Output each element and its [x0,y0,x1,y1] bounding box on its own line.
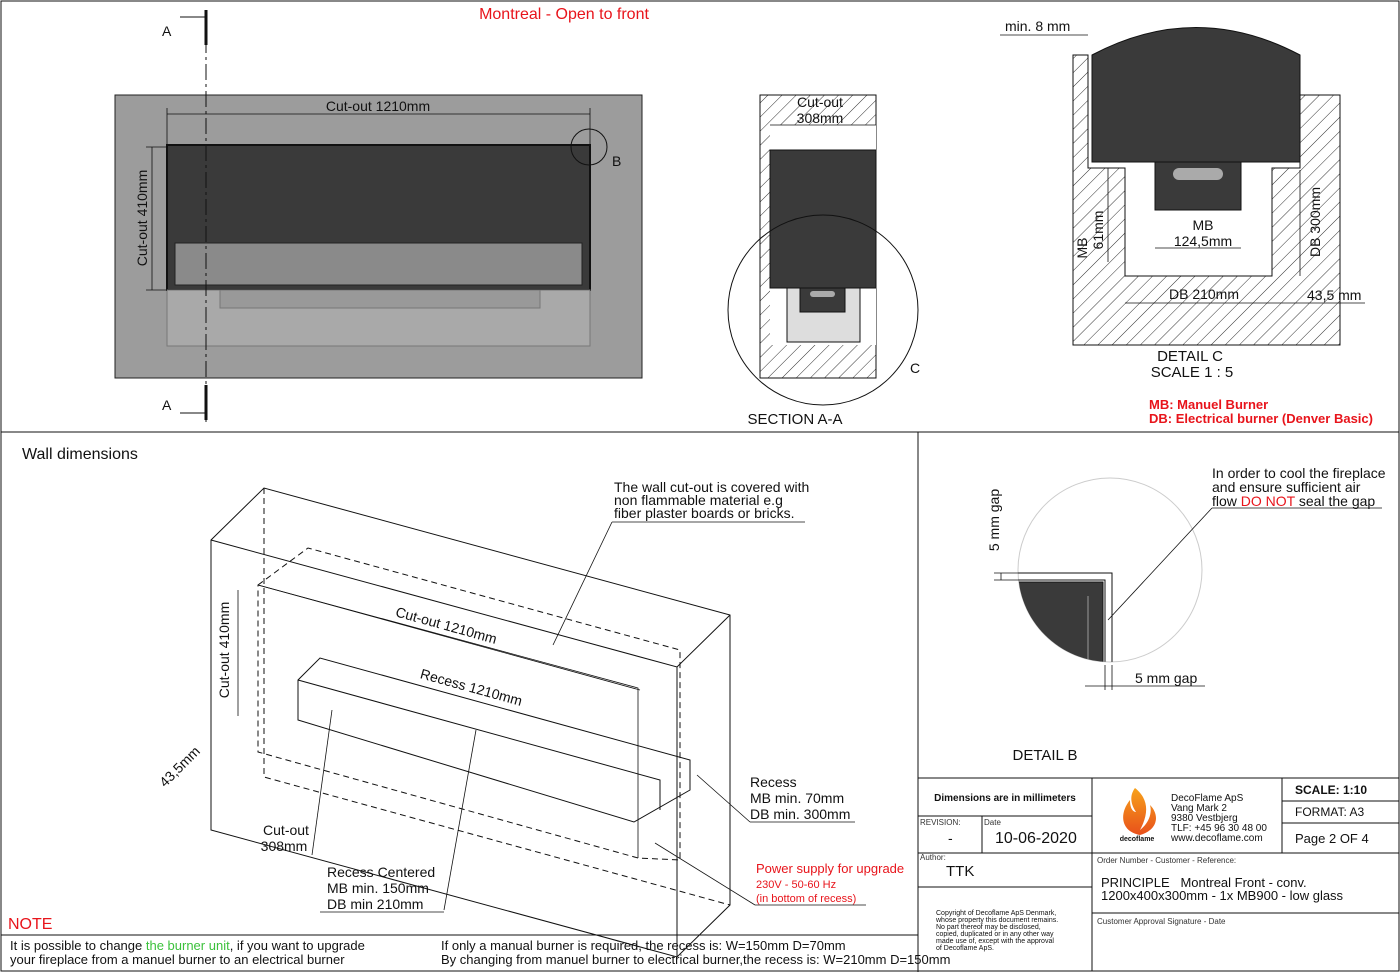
wall-cutout-depth-value: 308mm [261,838,308,854]
detail-b-marker: B [612,153,621,169]
legend-mb: MB: Manuel Burner [1149,397,1268,412]
reference-line-2: 1200x400x300mm - 1x MB900 - low glass [1101,888,1344,903]
detail-c: min. 8 mm MB 124,5mm MB 61mm DB 300mm DB… [1000,18,1373,426]
gap-horizontal: 5 mm gap [1135,670,1197,686]
power-3: (in bottom of recess) [756,893,856,905]
decoflame-logo-icon [1123,788,1156,835]
wall-title: Wall dimensions [22,446,138,463]
wall-cutout-width: Cut-out 1210mm [394,604,499,647]
recess-centered-3: DB min 210mm [327,896,423,912]
front-view: Cut-out 1210mm Cut-out 410mm B A A [114,10,643,422]
section-cutout-value: 308mm [797,110,844,126]
mb-height-label: MB [1074,238,1090,259]
detail-c-title: DETAIL C [1157,348,1223,365]
section-a-a: Cut-out 308mm C SECTION A-A [727,94,920,428]
cover-note-1: The wall cut-out is covered with [614,479,809,495]
power-2: 230V - 50-60 Hz [756,879,836,891]
note-left-1c: , if you want to upgrade [230,938,365,953]
mb-label: MB [1193,217,1214,233]
cover-note-2: non flammable material e.g [614,492,783,508]
recess-centered-2: MB min. 150mm [327,880,429,896]
cover-note-3: fiber plaster boards or bricks. [614,505,795,521]
wall-dimensions: Wall dimensions Cut-out 1210mm Recess 12… [22,446,904,958]
mb-width: 124,5mm [1174,233,1232,249]
company-city: 9380 Vestbjerg [1171,813,1238,824]
detail-c-marker: C [910,360,920,376]
section-marker-top: A [162,23,172,39]
author-value: TTK [946,863,974,880]
reference-line-1: PRINCIPLE Montreal Front - conv. [1101,875,1307,890]
note-right-1: If only a manual burner is required, the… [441,938,846,953]
copyright-6: of Decoflame ApS. [936,945,994,952]
recess-1: Recess [750,774,797,790]
copyright-5: made use of, except with the approval [936,938,1054,945]
copyright-4: copied, duplicated or in any other way [936,931,1054,938]
recess-2: MB min. 70mm [750,790,844,806]
section-cutout-label: Cut-out [797,94,843,110]
logo-text: decoflame [1120,836,1155,843]
mb-height-value: 61mm [1090,211,1106,250]
detail-b: 5 mm gap 5 mm gap In order to cool the f… [986,465,1386,764]
format-value: FORMAT: A3 [1295,805,1364,819]
copyright-3: No part thereof may be disclosed, [936,924,1041,931]
db-width: DB 210mm [1169,286,1239,302]
section-label: SECTION A-A [747,411,842,428]
order-label: Order Number - Customer - Reference: [1097,856,1236,865]
min-gap-label: min. 8 mm [1005,18,1070,34]
author-label: Author: [920,853,946,862]
revision-label: REVISION: [920,818,960,827]
svg-text:flow DO NOT seal the gap: flow DO NOT seal the gap [1212,493,1375,509]
company-phone: TLF: +45 96 30 48 00 [1171,823,1267,834]
cooling-note-1: In order to cool the fireplace [1212,465,1386,481]
note-left-2: your fireplace from a manuel burner to a… [10,952,345,967]
date-label: Date [984,818,1001,827]
detail-b-title: DETAIL B [1012,747,1077,764]
scale-value: SCALE: 1:10 [1295,783,1367,797]
recess-3: DB min. 300mm [750,806,850,822]
detail-c-scale: SCALE 1 : 5 [1151,364,1234,381]
company-web: www.decoflame.com [1170,833,1263,844]
sheet-title: Montreal - Open to front [479,6,649,23]
copyright-2: whose property this document remains. [935,917,1058,924]
company-name: DecoFlame ApS [1171,793,1244,804]
power-1: Power supply for upgrade [756,861,904,876]
cooling-note-2: and ensure sufficient air [1212,479,1361,495]
cooling-note-3c: seal the gap [1295,493,1375,509]
note-section: NOTE It is possible to change the burner… [1,916,950,967]
dimensions-note: Dimensions are in millimeters [934,793,1076,804]
db-height: DB 300mm [1307,187,1323,257]
revision-value: - [948,830,953,846]
wall-cutout-depth-label: Cut-out [263,822,309,838]
note-right-2: By changing from manuel burner to electr… [441,952,950,967]
note-left-1a: It is possible to change [10,938,146,953]
wall-offset: 43,5mm [156,743,203,790]
db-offset: 43,5 mm [1307,287,1361,303]
date-value: 10-06-2020 [995,830,1077,847]
front-cutout-height: Cut-out 410mm [134,170,150,266]
note-title: NOTE [8,916,52,933]
wall-cutout-height: Cut-out 410mm [216,602,232,698]
recess-centered-1: Recess Centered [327,864,435,880]
page-number: Page 2 OF 4 [1295,831,1369,846]
front-cutout-width: Cut-out 1210mm [326,98,430,114]
note-burner-unit: the burner unit [146,938,230,953]
legend-db: DB: Electrical burner (Denver Basic) [1149,411,1373,426]
section-marker-bottom: A [162,397,172,413]
copyright-1: Copyright of Decoflame ApS Denmark, [936,910,1056,917]
company-street: Vang Mark 2 [1171,803,1227,814]
cooling-note-3a: flow [1212,493,1241,509]
title-block: Dimensions are in millimeters REVISION: … [917,777,1400,972]
svg-text:It is possible to change the b: It is possible to change the burner unit… [10,938,365,953]
wall-recess-width: Recess 1210mm [419,665,525,708]
approval-label: Customer Approval Signature - Date [1097,917,1226,926]
do-not-warning: DO NOT [1241,493,1296,509]
gap-vertical: 5 mm gap [986,489,1002,551]
